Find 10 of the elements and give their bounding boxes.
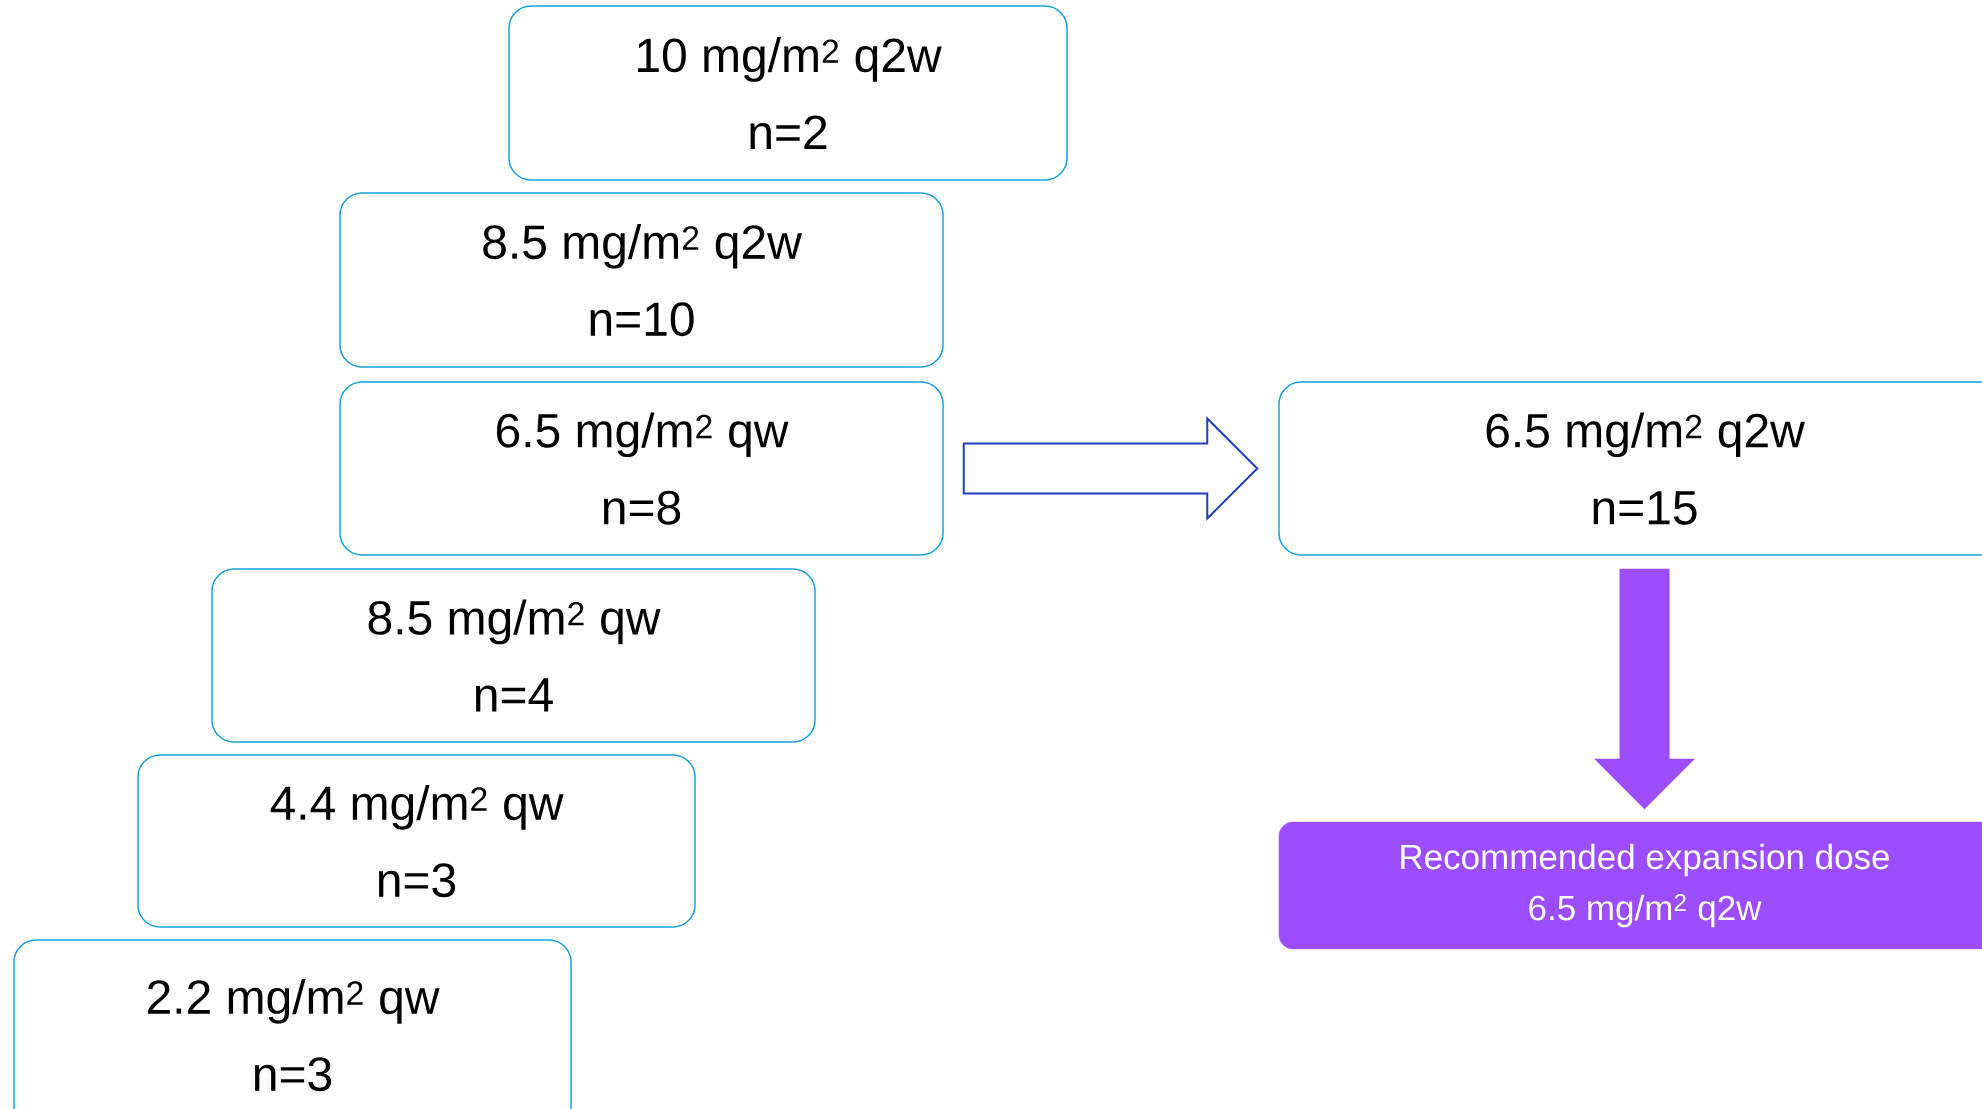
dose-box: 4.4 mg/m$^{2}$ qw n=3 bbox=[137, 754, 696, 928]
recommendation-box: Recommended expansion dose 6.5 mg/m$^{2}$ q2w bbox=[1278, 821, 1982, 950]
block-arrow bbox=[962, 416, 1259, 521]
dose-box: 8.5 mg/m$^{2}$ q2w n=10 bbox=[339, 192, 944, 368]
dose-box: 6.5 mg/m$^{2}$ qw n=8 bbox=[339, 381, 944, 556]
dose-box: 8.5 mg/m$^{2}$ qw n=4 bbox=[211, 568, 816, 743]
dose-box: 6.5 mg/m$^{2}$ q2w n=15 bbox=[1278, 381, 1982, 556]
dose-box: 10 mg/m$^{2}$ q2w n=2 bbox=[508, 5, 1068, 181]
dose-box: 2.2 mg/m$^{2}$ qw n=3 bbox=[13, 939, 572, 1109]
block-arrow bbox=[1594, 568, 1695, 810]
